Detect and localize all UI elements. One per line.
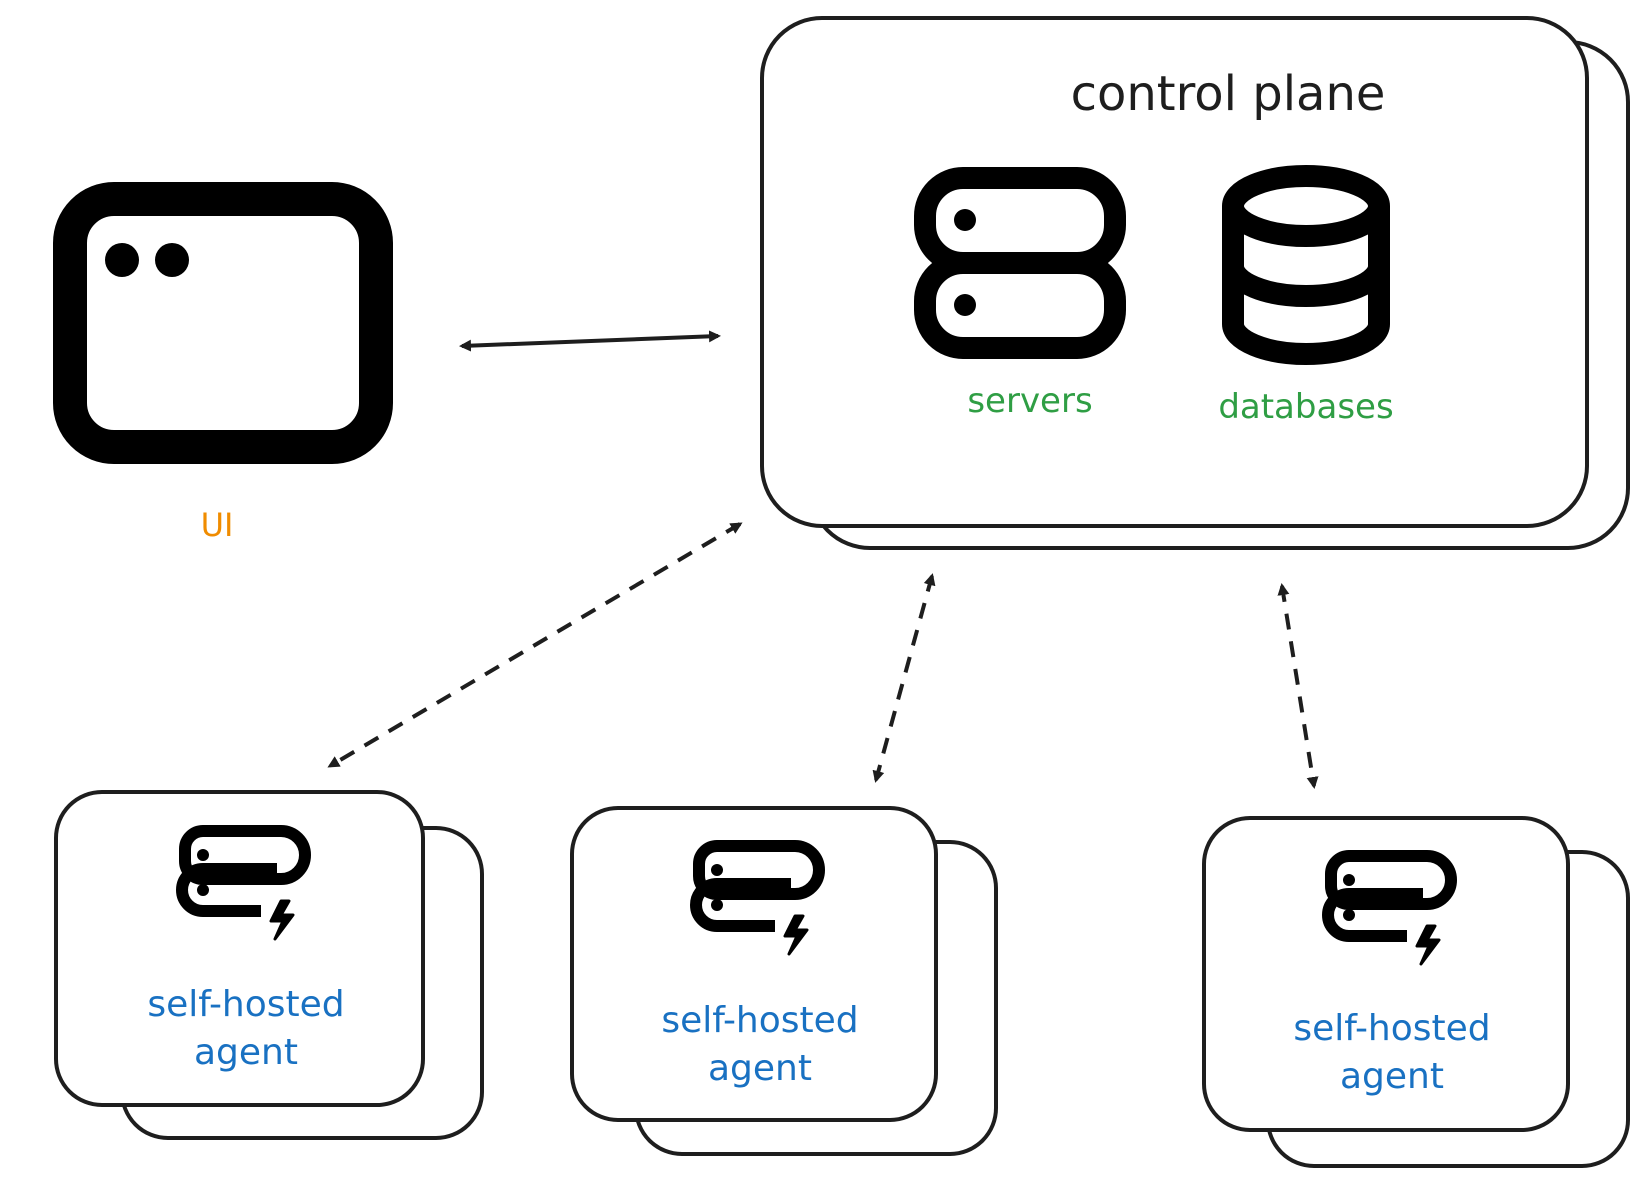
servers-label: servers	[967, 381, 1092, 421]
agent-label-line1: self-hosted	[147, 984, 344, 1025]
agent-label-line2: agent	[194, 1032, 298, 1073]
agent-label-line2: agent	[1340, 1056, 1444, 1097]
control-plane-box	[760, 16, 1630, 550]
control-plane-agent-3-arrow	[1277, 583, 1319, 789]
agent-label-line1: self-hosted	[1293, 1008, 1490, 1049]
server-bolt-icon	[690, 840, 825, 956]
ui-control-plane-arrow	[459, 330, 721, 352]
database-icon	[1222, 165, 1390, 365]
agent-label-line2: agent	[708, 1048, 812, 1089]
server-bolt-icon	[1322, 850, 1457, 966]
agent-box	[54, 790, 484, 1140]
control-plane-agent-1-arrow	[327, 522, 743, 768]
agent-box	[570, 806, 998, 1156]
agent-label-line1: self-hosted	[661, 1000, 858, 1041]
control-plane-title: control plane	[1071, 66, 1386, 122]
server-icon	[914, 167, 1126, 359]
ui-label: UI	[201, 506, 234, 544]
server-bolt-icon	[176, 825, 311, 941]
databases-label: databases	[1218, 387, 1393, 427]
app-window-icon	[53, 182, 393, 464]
control-plane-agent-2-arrow	[872, 573, 936, 783]
agent-box	[1202, 816, 1630, 1168]
